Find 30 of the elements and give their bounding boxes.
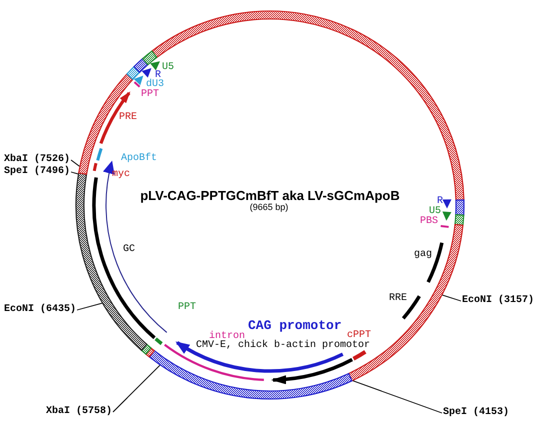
feature-label: GC [123,245,136,255]
leader-line [70,172,78,174]
feature-label: PBS [420,217,438,227]
site-label: SpeI (7496) [4,167,70,177]
feature-label: cPPT [347,331,372,341]
feature-label: ApoBft [121,154,158,164]
feature-label: myc [112,170,130,180]
feature-label: R [437,197,444,207]
feature-label: PPT [141,90,160,100]
leader-line [76,302,103,310]
leader-line [352,380,442,414]
sequence-length: (9665 bp) [250,203,288,212]
leader-line [442,294,462,302]
feature-label: dU3 [146,80,164,90]
feature-label: RRE [389,294,408,304]
site-label: XbaI (5758) [46,407,112,417]
feature-label: gag [414,250,432,260]
feature-label: PPT [178,303,196,313]
feature-label: U5 [429,207,442,217]
leader-line [112,364,160,412]
feature-label: U5 [162,63,174,73]
feature-label: CAG promotor [248,319,342,332]
leader-line [70,160,80,167]
site-label: SpeI (4153) [443,408,510,418]
site-label: EcoNI (3157) [462,296,534,306]
feature-label: PRE [119,113,138,123]
map-title: pLV-CAG-PPTGCmBfT aka LV-sGCmApoB [140,189,400,202]
site-label: EcoNI (6435) [4,305,76,315]
feature-label: CMV-E, chick b-actin promotor [196,341,370,351]
site-label: XbaI (7526) [4,155,70,165]
